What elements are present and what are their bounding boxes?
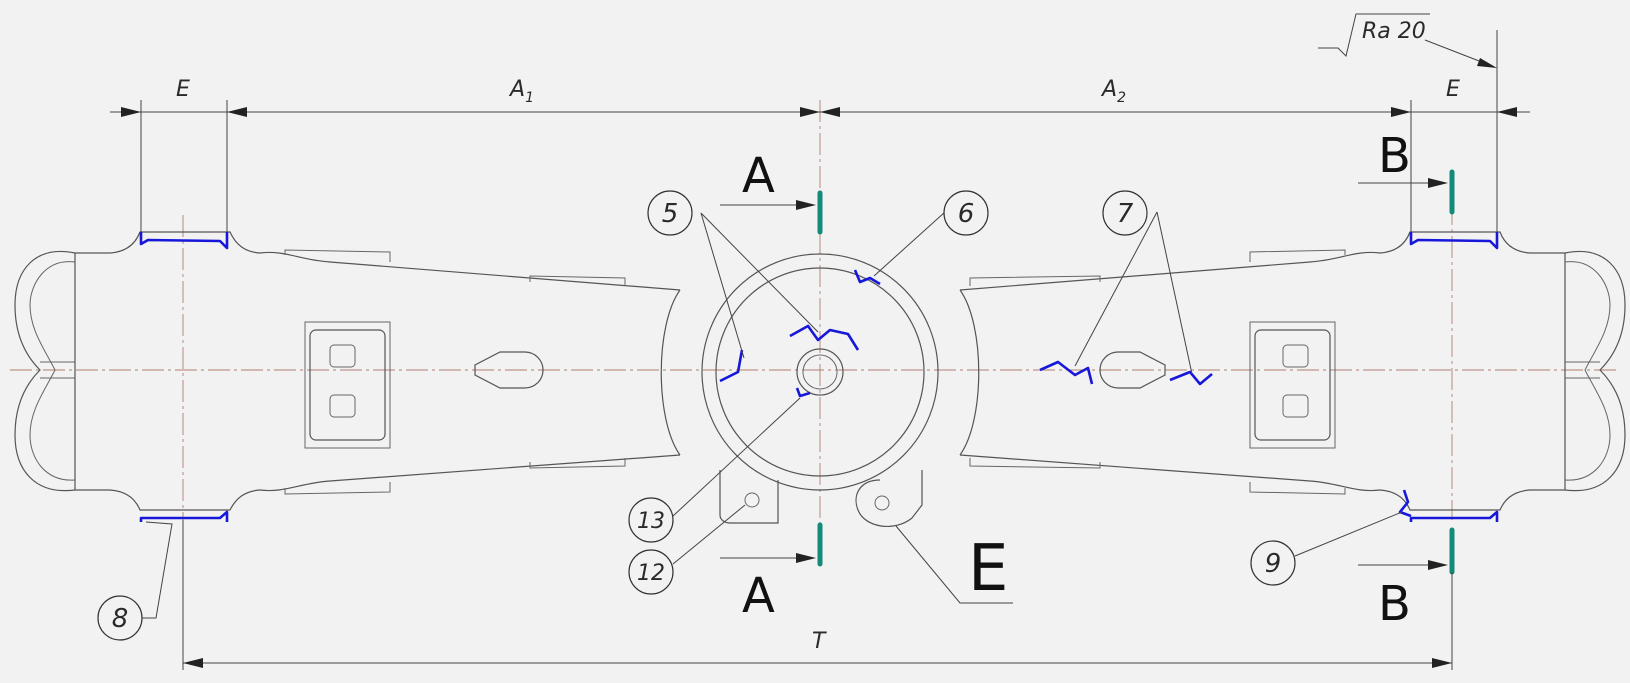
dim-a1-sub: 1 (525, 90, 534, 106)
callout-12: 12 (628, 549, 674, 595)
svg-text:7: 7 (1117, 199, 1134, 229)
svg-text:12: 12 (637, 561, 665, 586)
dimension-lines (110, 30, 1530, 670)
callout-6: 6 (943, 190, 989, 236)
dim-a1-base: A (508, 77, 525, 102)
dim-a2-base: A (1100, 77, 1117, 102)
weld-right-bottom (1409, 510, 1499, 522)
callout-5: 5 (647, 190, 693, 236)
section-a-top-label: A (742, 148, 775, 204)
svg-text:5: 5 (662, 199, 679, 229)
callout-8: 8 (97, 595, 143, 641)
svg-text:8: 8 (112, 604, 129, 634)
section-a-bottom-label: A (742, 568, 775, 624)
callout-leaders (140, 211, 1403, 619)
section-b-bottom-label: B (1378, 576, 1411, 632)
weld-marks (139, 232, 1499, 522)
surface-finish-symbol (1318, 13, 1497, 68)
dim-t: T (812, 629, 827, 654)
axle-beam-outline (14, 231, 1626, 527)
dim-a1: A1 (508, 77, 534, 106)
section-marks (720, 169, 1455, 575)
dim-e-left: E (176, 77, 190, 102)
svg-text:6: 6 (958, 199, 975, 229)
svg-text:13: 13 (637, 509, 665, 534)
weld-13 (795, 387, 811, 398)
weld-6 (853, 269, 881, 286)
dim-a2-sub: 2 (1117, 90, 1126, 106)
section-b-top-label: B (1378, 128, 1411, 184)
weld-left-bottom (139, 510, 229, 522)
dim-a2: A2 (1100, 77, 1126, 106)
center-lines (10, 100, 1620, 560)
weld-7b (1169, 370, 1213, 386)
weld-9 (1398, 489, 1412, 518)
callout-7: 7 (1102, 190, 1148, 236)
callout-9: 9 (1250, 540, 1296, 586)
weld-7a (1039, 360, 1094, 385)
dim-e-right: E (1446, 77, 1460, 102)
weld-left-top (139, 232, 229, 250)
surface-finish-value: Ra 20 (1362, 19, 1426, 44)
callout-13: 13 (628, 497, 674, 543)
svg-text:9: 9 (1265, 549, 1282, 579)
view-e-label: E (968, 532, 1008, 606)
weld-5b (789, 324, 860, 351)
weld-right-top (1409, 232, 1499, 250)
weld-5a (719, 349, 744, 383)
